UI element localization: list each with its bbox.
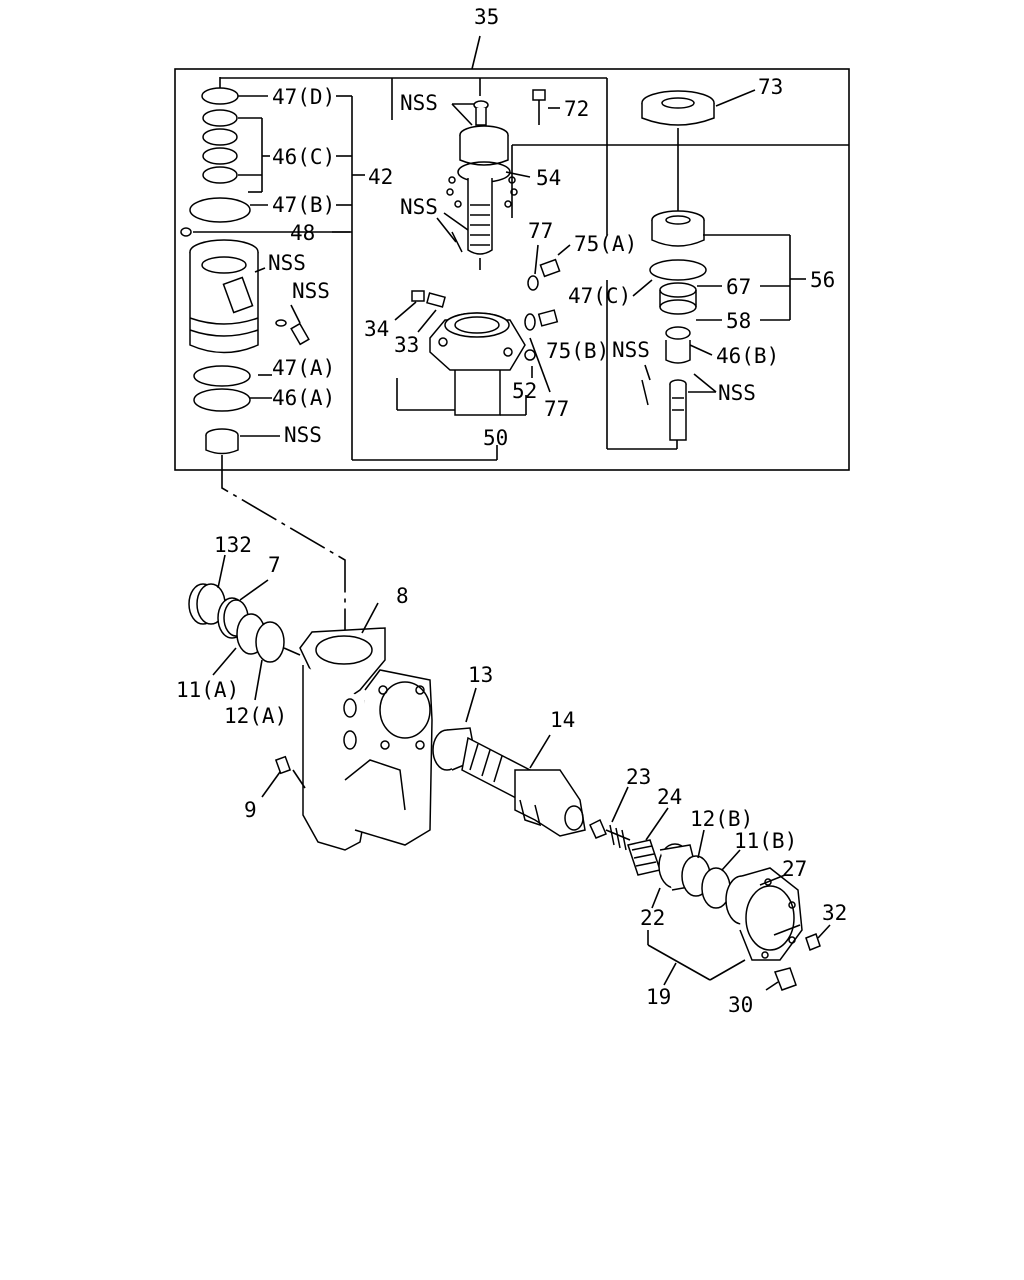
callout-72: 72 <box>564 97 589 121</box>
callout-labels: 35 47(D) 46(C) 42 47(B) 48 NSS NSS 47(A)… <box>176 5 847 1017</box>
callout-30: 30 <box>728 993 753 1017</box>
callout-9: 9 <box>244 798 257 822</box>
callout-47b: 47(B) <box>272 193 335 217</box>
callout-nss-4: NSS <box>284 423 322 447</box>
callout-32: 32 <box>822 901 847 925</box>
callout-27: 27 <box>782 857 807 881</box>
callout-67: 67 <box>726 275 751 299</box>
callout-56: 56 <box>810 268 835 292</box>
callout-nss-3: NSS <box>400 91 438 115</box>
callout-47a: 47(A) <box>272 356 335 380</box>
callout-34: 34 <box>364 317 389 341</box>
callout-48: 48 <box>290 221 315 245</box>
callout-23: 23 <box>626 765 651 789</box>
callout-12b: 12(B) <box>690 807 753 831</box>
callout-14: 14 <box>550 708 575 732</box>
callout-46c: 46(C) <box>272 145 335 169</box>
end-cover-assembly <box>647 829 831 991</box>
callout-75a: 75(A) <box>574 232 637 256</box>
bearing-assembly-56 <box>641 210 707 449</box>
callout-132: 132 <box>214 533 252 557</box>
callout-50: 50 <box>483 426 508 450</box>
valve-spool-center <box>446 100 518 270</box>
callout-nss-1: NSS <box>268 251 306 275</box>
valve-assembly-frame <box>174 35 850 471</box>
bolt-72 <box>532 89 560 125</box>
callout-13: 13 <box>468 663 493 687</box>
callout-47c: 47(C) <box>568 284 631 308</box>
seal-rings-lower-left <box>193 365 251 455</box>
callout-77-bottom: 77 <box>544 397 569 421</box>
seal-ring-stack-left <box>180 87 350 237</box>
fittings-75-77-52 <box>524 244 571 393</box>
callout-46b: 46(B) <box>716 344 779 368</box>
callout-12a: 12(A) <box>224 704 287 728</box>
callout-nss-7: NSS <box>718 381 756 405</box>
seal-set-132-7-11a-12a <box>188 554 301 701</box>
valve-housing <box>189 239 259 354</box>
callout-11a: 11(A) <box>176 678 239 702</box>
callout-33: 33 <box>394 333 419 357</box>
callout-8: 8 <box>396 584 409 608</box>
washer-73 <box>641 89 756 212</box>
gear-housing-8 <box>299 602 433 851</box>
callout-54: 54 <box>536 166 561 190</box>
center-leaders <box>396 77 608 416</box>
callout-77-top: 77 <box>528 219 553 243</box>
screw-housing <box>275 319 310 346</box>
callout-73: 73 <box>758 75 783 99</box>
callout-19: 19 <box>646 985 671 1009</box>
callout-46a: 46(A) <box>272 386 335 410</box>
fitting-34-33 <box>394 290 446 333</box>
callout-35: 35 <box>474 5 499 29</box>
callout-24: 24 <box>657 785 682 809</box>
left-stack-leaders <box>219 77 498 461</box>
callout-nss-2: NSS <box>292 279 330 303</box>
assembly-connector-lines <box>221 455 346 640</box>
callout-58: 58 <box>726 309 751 333</box>
callout-nss-5: NSS <box>400 195 438 219</box>
sector-shaft-13-14 <box>432 687 586 837</box>
valve-body-50 <box>429 312 526 416</box>
callout-11b: 11(B) <box>734 829 797 853</box>
right-leaders <box>632 234 806 393</box>
callout-75b: 75(B) <box>546 339 609 363</box>
right-subframe <box>511 144 849 450</box>
callout-52: 52 <box>512 379 537 403</box>
callout-42: 42 <box>368 165 393 189</box>
callout-47d: 47(D) <box>272 85 335 109</box>
callout-nss-6: NSS <box>612 338 650 362</box>
plug-9 <box>261 755 306 798</box>
bearing-set-22-23-24 <box>589 786 701 909</box>
callout-22: 22 <box>640 906 665 930</box>
callout-7: 7 <box>268 553 281 577</box>
